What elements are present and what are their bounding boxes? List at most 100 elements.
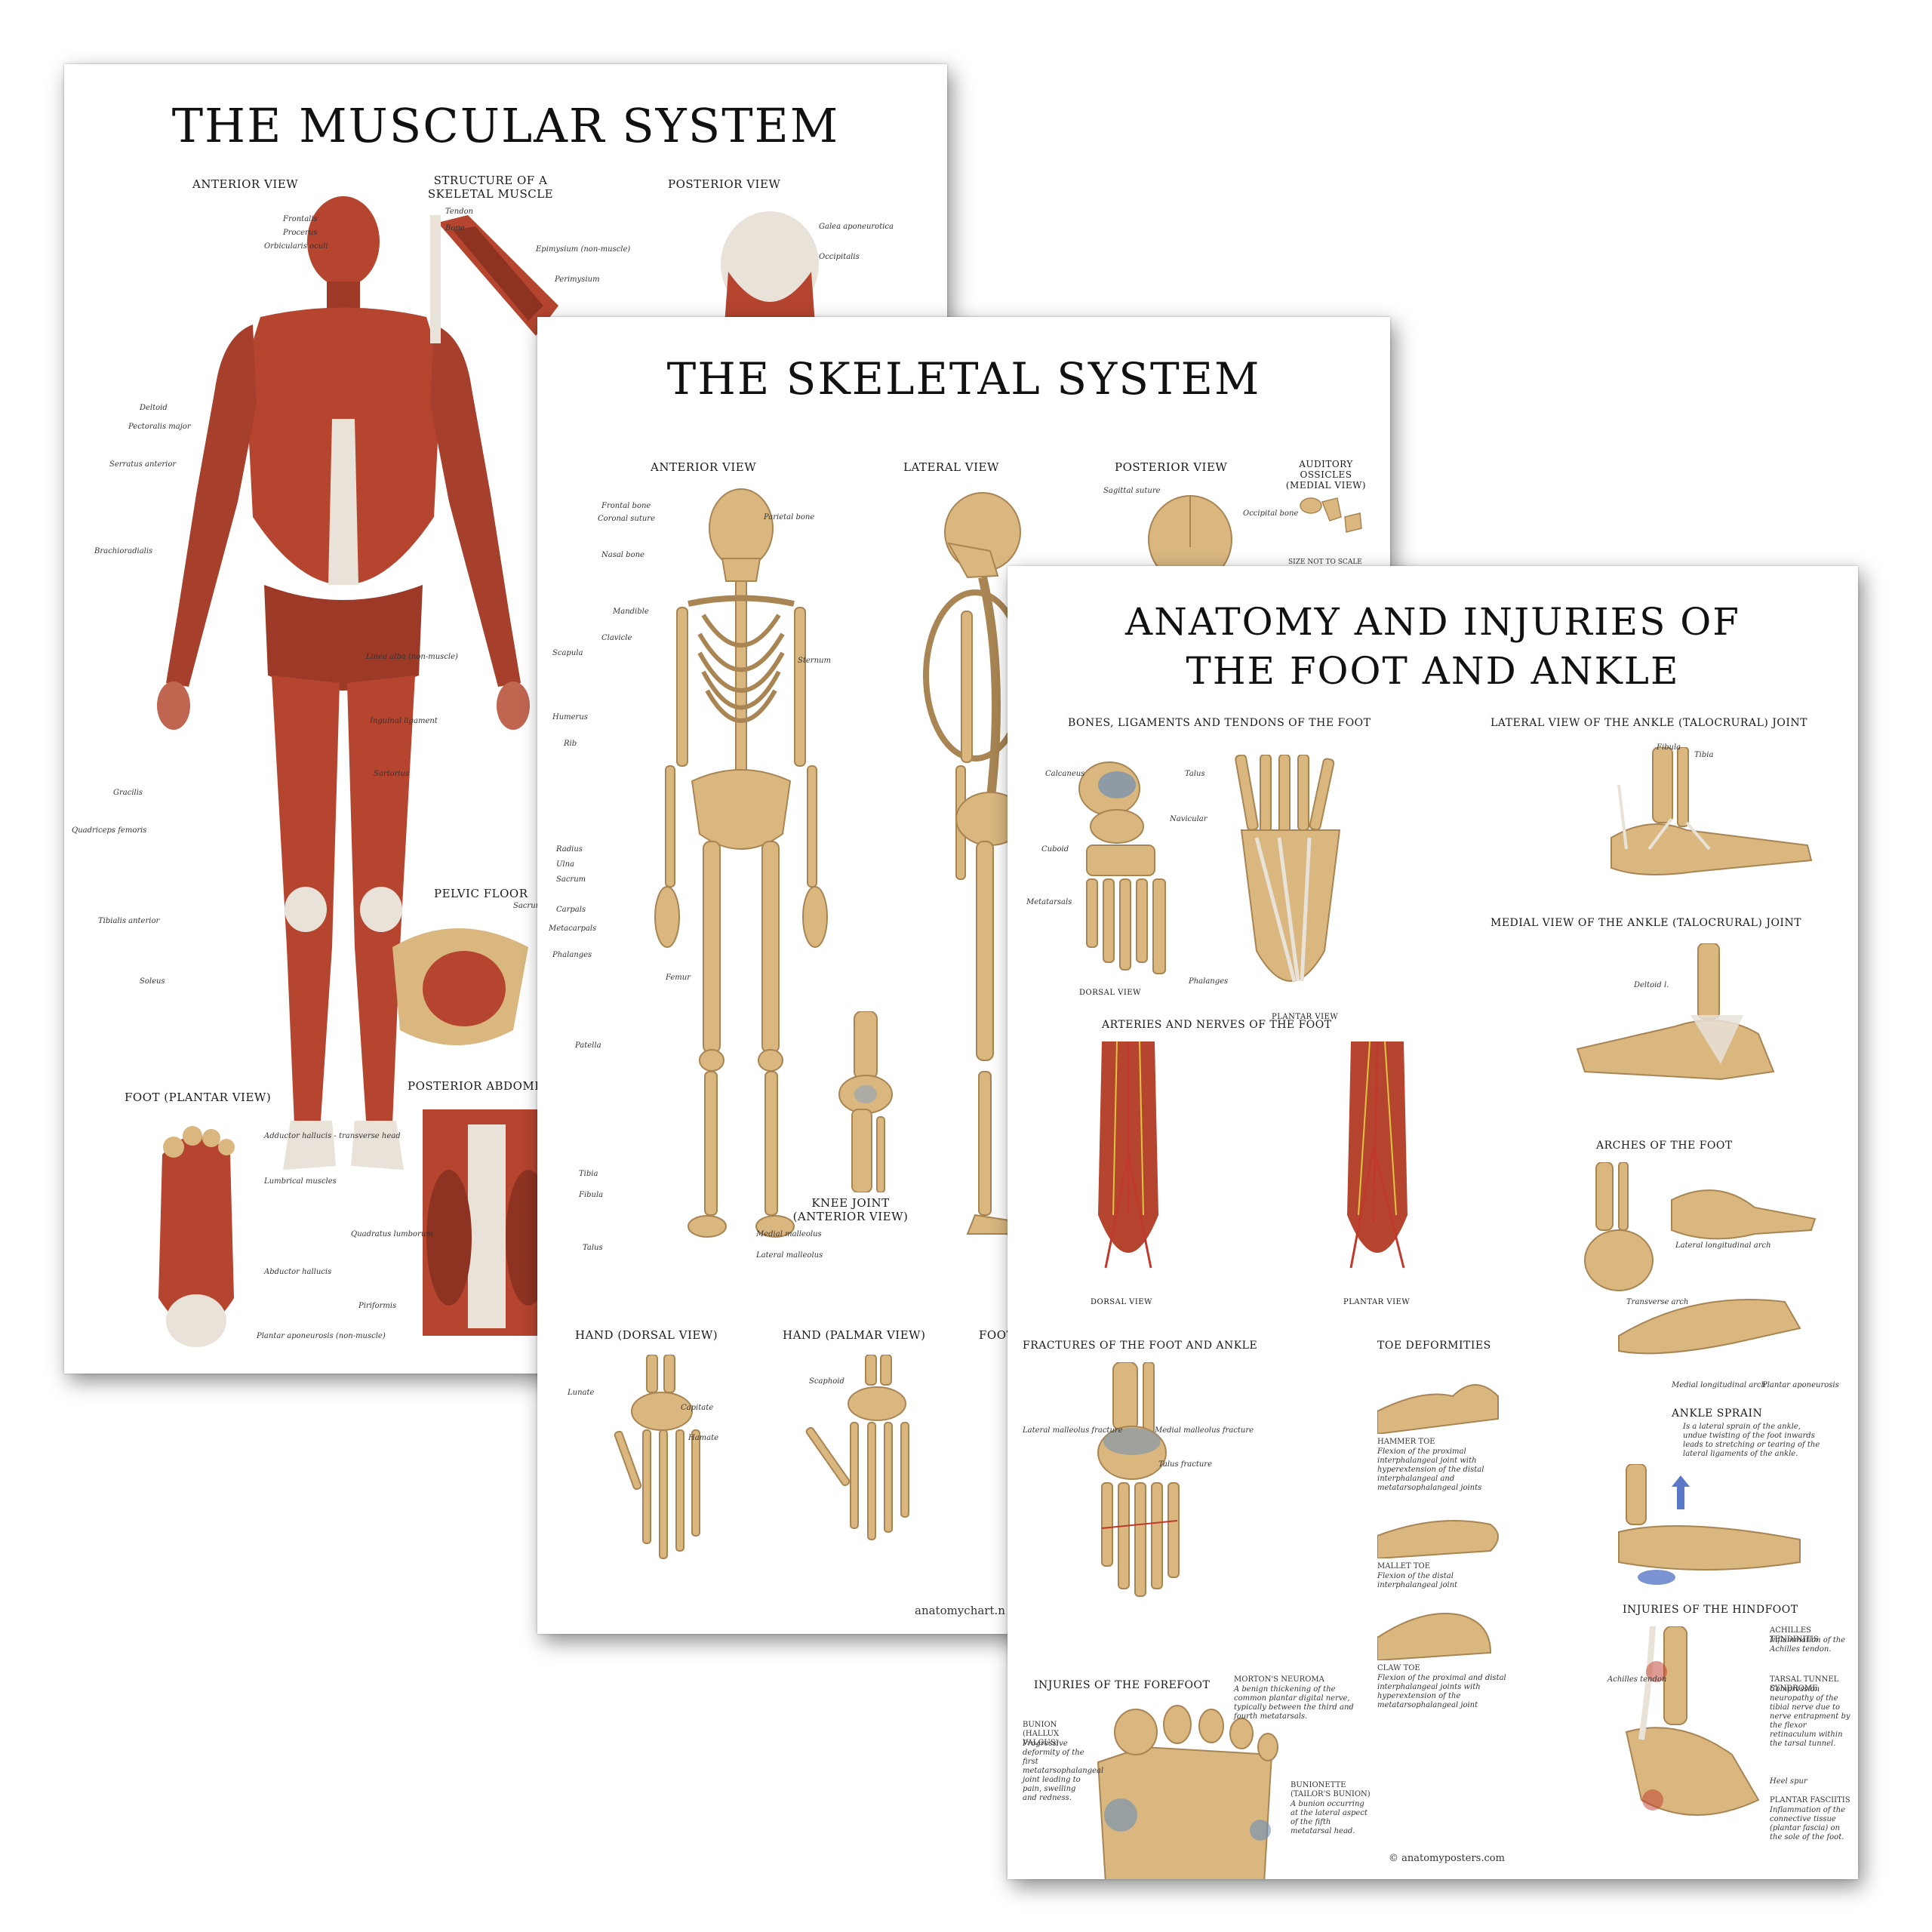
label-talus-fracture: Talus fracture xyxy=(1158,1460,1213,1469)
section-fractures: FRACTURES OF THE FOOT AND ANKLE xyxy=(1023,1340,1258,1352)
section-hand-dorsal: HAND (DORSAL VIEW) xyxy=(575,1328,718,1342)
label-tibialis: Tibialis anterior xyxy=(98,917,160,925)
label-calcaneus: Calcaneus xyxy=(1045,770,1085,778)
label-plantar-aponeurosis: Plantar aponeurosis xyxy=(1762,1381,1839,1389)
pelvic-floor-illustration xyxy=(392,928,528,1045)
label-talus: Talus xyxy=(1185,770,1205,778)
label-phalanges: Phalanges xyxy=(552,951,592,959)
label-talus: Talus xyxy=(583,1244,603,1252)
label-tibia: Tibia xyxy=(579,1170,598,1178)
poster-title-line1: ANATOMY AND INJURIES OF xyxy=(1125,600,1740,644)
label-lateral-arch: Lateral longitudinal arch xyxy=(1675,1241,1771,1250)
claw-toe-title: CLAW TOE xyxy=(1377,1664,1420,1672)
label-deltoid: Deltoid xyxy=(140,404,168,412)
section-hand-palmar: HAND (PALMAR VIEW) xyxy=(783,1328,926,1342)
section-medial-ankle: MEDIAL VIEW OF THE ANKLE (TALOCRURAL) JO… xyxy=(1491,917,1802,929)
foot-bones-dorsal xyxy=(1078,761,1166,974)
label-patella: Patella xyxy=(575,1041,601,1050)
section-knee-joint: KNEE JOINT (ANTERIOR VIEW) xyxy=(792,1196,909,1223)
arches-illustration xyxy=(1584,1162,1817,1355)
label-frontal-bone: Frontal bone xyxy=(601,502,651,510)
ankle-sprain-illustration xyxy=(1618,1464,1801,1585)
hand-dorsal-illustration xyxy=(614,1355,700,1559)
label-coronal-suture: Coronal suture xyxy=(598,515,655,523)
label-nasal-bone: Nasal bone xyxy=(601,551,645,559)
label-scapula: Scapula xyxy=(552,649,583,657)
hindfoot-illustration xyxy=(1625,1626,1760,1816)
skeleton-lateral xyxy=(923,492,1027,1235)
label-brachioradialis: Brachioradialis xyxy=(94,547,153,555)
section-posterior-abdominal: POSTERIOR ABDOMIN xyxy=(408,1079,550,1093)
label-occipital-bone: Occipital bone xyxy=(1243,509,1299,518)
fasciitis-title: PLANTAR FASCIITIS xyxy=(1770,1796,1850,1804)
label-sacrum: Sacrum xyxy=(513,902,543,910)
label-medial-arch: Medial longitudinal arch xyxy=(1672,1381,1766,1389)
label-tendon: Tendon xyxy=(445,208,474,216)
achilles-title: ACHILLES TENDINITIS xyxy=(1770,1626,1819,1644)
label-tibia: Tibia xyxy=(1694,751,1714,759)
label-orbicularis: Orbicularis oculi xyxy=(264,242,328,251)
bunionette-description: A bunion occurring at the lateral aspect… xyxy=(1291,1800,1367,1835)
label-pectoralis: Pectoralis major xyxy=(128,423,191,431)
bunion-description: Progressive deformity of the first metat… xyxy=(1023,1740,1104,1802)
tarsal-description: Compression neuropathy of the tibial ner… xyxy=(1770,1685,1850,1748)
morton-description: A benign thickening of the common planta… xyxy=(1234,1685,1354,1721)
label-piriformis: Piriformis xyxy=(358,1302,397,1310)
ankle-sprain-description: Is a lateral sprain of the ankle, undue … xyxy=(1683,1423,1820,1458)
achilles-description: Inflammation of the Achilles tendon. xyxy=(1770,1636,1846,1654)
label-scaphoid: Scaphoid xyxy=(809,1377,844,1386)
label-gracilis: Gracilis xyxy=(113,789,143,797)
forefoot-illustration xyxy=(1097,1705,1278,1879)
section-structure: STRUCTURE OF A SKELETAL MUSCLE xyxy=(427,174,554,201)
label-quadriceps: Quadriceps femoris xyxy=(72,826,147,835)
lateral-ankle-illustration xyxy=(1611,747,1813,875)
poster-title-line2: THE FOOT AND ANKLE xyxy=(1186,649,1680,693)
label-soleus: Soleus xyxy=(140,977,165,986)
bunion-title: BUNION (HALLUX VALGUS) xyxy=(1023,1721,1060,1747)
label-humerus: Humerus xyxy=(552,713,588,721)
label-linea-alba: Linea alba (non-muscle) xyxy=(366,653,458,661)
label-frontalis: Frontalis xyxy=(283,215,318,223)
label-sagittal-suture: Sagittal suture xyxy=(1103,487,1161,495)
section-lateral-ankle: LATERAL VIEW OF THE ANKLE (TALOCRURAL) J… xyxy=(1491,717,1807,729)
label-deltoid: Deltoid l. xyxy=(1634,981,1669,989)
foot-arteries-dorsal xyxy=(1098,1041,1158,1269)
label-procerus: Procerus xyxy=(283,229,318,237)
label-capitate: Capitate xyxy=(681,1404,714,1412)
label-radius: Radius xyxy=(556,845,583,854)
label-mandible: Mandible xyxy=(613,608,649,616)
footer-url: © anatomyposters.com xyxy=(1389,1853,1505,1864)
label-medial-malleolus: Medial malleolus xyxy=(756,1230,822,1238)
label-ulna: Ulna xyxy=(556,860,575,869)
label-epimysium: Epimysium (non-muscle) xyxy=(536,245,631,254)
claw-toe-illustration xyxy=(1377,1613,1492,1660)
section-lateral-view: LATERAL VIEW xyxy=(903,460,999,474)
section-forefoot: INJURIES OF THE FOREFOOT xyxy=(1034,1679,1211,1691)
posterior-abdominal-illustration xyxy=(423,1109,558,1336)
label-metacarpals: Metacarpals xyxy=(549,924,597,933)
label-lunate: Lunate xyxy=(568,1389,595,1397)
label-navicular: Navicular xyxy=(1170,815,1208,823)
label-perimysium: Perimysium xyxy=(555,275,600,284)
morton-title: MORTON'S NEUROMA xyxy=(1234,1675,1324,1684)
section-arches: ARCHES OF THE FOOT xyxy=(1596,1140,1733,1152)
bunionette-title: BUNIONETTE (TAILOR'S BUNION) xyxy=(1291,1781,1371,1798)
skeleton-anterior xyxy=(654,488,828,1238)
label-achilles: Achilles tendon xyxy=(1607,1675,1667,1684)
label-sacrum: Sacrum xyxy=(556,875,586,884)
label-metatarsals: Metatarsals xyxy=(1026,898,1072,906)
section-posterior-view: POSTERIOR VIEW xyxy=(668,177,781,191)
label-serratus: Serratus anterior xyxy=(109,460,177,469)
medial-ankle-illustration xyxy=(1576,943,1775,1081)
section-posterior-view: POSTERIOR VIEW xyxy=(1115,460,1228,474)
foot-arteries-plantar xyxy=(1347,1041,1407,1269)
view-dorsal-2: DORSAL VIEW xyxy=(1091,1298,1152,1306)
foot-ligaments-plantar xyxy=(1235,755,1341,982)
claw-toe-description: Flexion of the proximal and distal inter… xyxy=(1377,1674,1506,1709)
section-ankle-sprain: ANKLE SPRAIN xyxy=(1672,1407,1763,1420)
hammer-toe-illustration xyxy=(1377,1384,1499,1434)
label-medial-fracture: Medial malleolus fracture xyxy=(1155,1426,1254,1435)
label-bone: Bone xyxy=(445,224,465,232)
view-plantar-2: PLANTAR VIEW xyxy=(1343,1298,1411,1306)
label-size-note: SIZE NOT TO SCALE xyxy=(1288,558,1362,566)
